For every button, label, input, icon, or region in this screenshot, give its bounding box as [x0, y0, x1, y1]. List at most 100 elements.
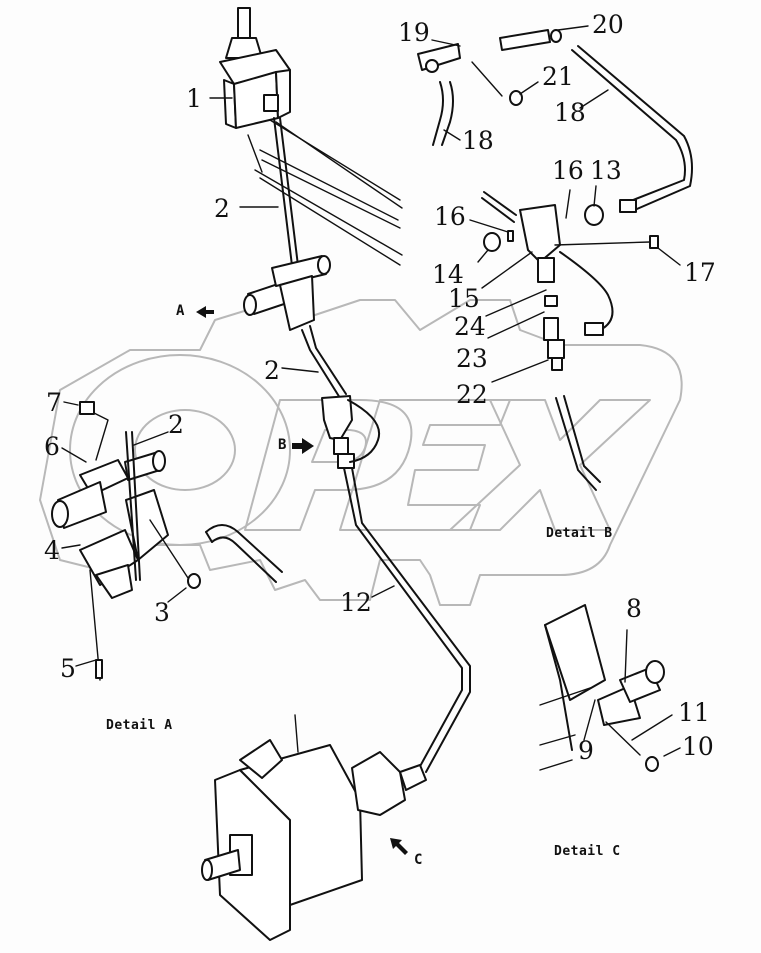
- pump-assembly: [201, 714, 427, 941]
- callout-3: 3: [154, 598, 170, 627]
- pipe-18-assembly: [417, 29, 693, 213]
- pipe-12: [343, 467, 471, 773]
- detail-a-wire-7: [87, 409, 109, 461]
- hydraulic-hoses: [247, 119, 403, 266]
- detail-c-line-3: [539, 759, 573, 771]
- callout-15: 15: [448, 284, 480, 313]
- leader-17: [657, 247, 681, 266]
- hose-3: [254, 169, 403, 256]
- callout-20: 20: [592, 10, 624, 39]
- pump-top-boss: [239, 739, 283, 779]
- rod-2: [273, 117, 301, 283]
- view-arrows: [196, 306, 408, 855]
- watermark-letter-o: [69, 354, 291, 546]
- callout-18: 18: [554, 98, 586, 127]
- rod-2-lower-a: [301, 329, 341, 399]
- callout-2: 2: [264, 356, 280, 385]
- leader-21: [519, 81, 539, 95]
- detail-c-line-2: [539, 734, 576, 746]
- leader-6: [61, 447, 87, 463]
- leader-5: [75, 659, 97, 667]
- detail-b-label: Detail B: [546, 526, 613, 541]
- fitting-b-head: [321, 395, 353, 441]
- leader-16a: [469, 219, 509, 233]
- detail-a-label: Detail A: [106, 718, 173, 733]
- pipe-18-left-b: [441, 81, 454, 146]
- leader-8: [624, 629, 628, 683]
- pipe-18-right-b: [577, 45, 693, 213]
- leader-12: [371, 585, 395, 598]
- callout-18: 18: [462, 126, 494, 155]
- watermark-gear-outline: [39, 299, 683, 606]
- leader-15: [481, 251, 533, 289]
- bracket-cylinder-left-end: [243, 294, 257, 316]
- part-20-nut: [550, 29, 562, 43]
- detail-b-wire-17: [554, 241, 651, 246]
- valve-bracket-a: [243, 255, 331, 331]
- view-marker-b: B: [278, 437, 287, 453]
- detail-b-pipe-left: [483, 191, 517, 216]
- leader-4: [61, 544, 81, 549]
- callout-11: 11: [678, 698, 710, 727]
- detail-b-fitting-14: [483, 232, 501, 252]
- loose-hose-b: [211, 536, 277, 583]
- callout-1: 1: [186, 84, 202, 113]
- part-19-clamp: [417, 43, 461, 71]
- detail-a-drawing: [51, 401, 201, 681]
- callout-4: 4: [44, 536, 60, 565]
- detail-b-stem: [537, 257, 555, 283]
- detail-a-cylinder-end: [51, 500, 69, 528]
- callout-13: 13: [590, 156, 622, 185]
- part-21-line: [471, 61, 503, 97]
- detail-b-fitting-13: [584, 204, 604, 226]
- valve-fitting: [263, 94, 279, 112]
- detail-c-label: Detail C: [554, 844, 621, 859]
- detail-c-cylinder-end: [645, 660, 665, 684]
- callout-7: 7: [46, 388, 62, 417]
- rod-2-lower-b: [309, 325, 347, 395]
- detail-c-housing: [544, 604, 606, 701]
- loose-hose: [205, 524, 283, 583]
- leader-24: [485, 289, 547, 317]
- detail-a-bolt-3-line: [149, 519, 189, 579]
- detail-b-pipe-left-b: [481, 197, 515, 223]
- pump-body: [239, 744, 363, 906]
- detail-b-lower-pipe-b: [563, 395, 601, 483]
- callout-21: 21: [542, 62, 574, 91]
- detail-c-line-1: [539, 687, 591, 706]
- loose-hose-end: [205, 531, 213, 543]
- callout-10: 10: [682, 732, 714, 761]
- pipe-18-left: [432, 81, 444, 146]
- callout-9: 9: [578, 736, 594, 765]
- detail-c-bolt-10: [645, 756, 659, 772]
- leader-14: [477, 249, 489, 263]
- bracket-cylinder-right-end: [317, 255, 331, 275]
- detail-c-bolt-line: [605, 721, 641, 756]
- detail-b-part-23: [543, 317, 559, 341]
- arrow-a-icon: [196, 306, 214, 318]
- rod-2-lower: [301, 325, 347, 399]
- callout-17: 17: [684, 258, 716, 287]
- detail-b-pipe-end: [584, 322, 604, 336]
- detail-b-block: [519, 204, 561, 263]
- callout-16: 16: [434, 202, 466, 231]
- detail-b-washer-16: [507, 230, 514, 242]
- pump-shaft-end: [201, 859, 213, 881]
- view-marker-a: A: [176, 303, 185, 319]
- leader-22: [491, 359, 549, 383]
- pipe-12-a: [343, 467, 463, 771]
- callout-12: 12: [340, 588, 372, 617]
- leader-18b: [579, 89, 609, 109]
- leader-11: [631, 714, 673, 741]
- detail-c-drawing: [539, 604, 665, 772]
- leader-2b: [281, 367, 319, 373]
- leader-16b: [565, 189, 571, 219]
- detail-a-part-5: [95, 659, 103, 679]
- callout-8: 8: [626, 594, 642, 623]
- leader-23: [487, 311, 545, 339]
- detail-b-connector-17: [649, 235, 659, 249]
- leader-9: [583, 699, 596, 741]
- detail-b-drawing: [481, 191, 659, 491]
- callout-2: 2: [214, 194, 230, 223]
- detail-c-housing-edge: [544, 624, 573, 751]
